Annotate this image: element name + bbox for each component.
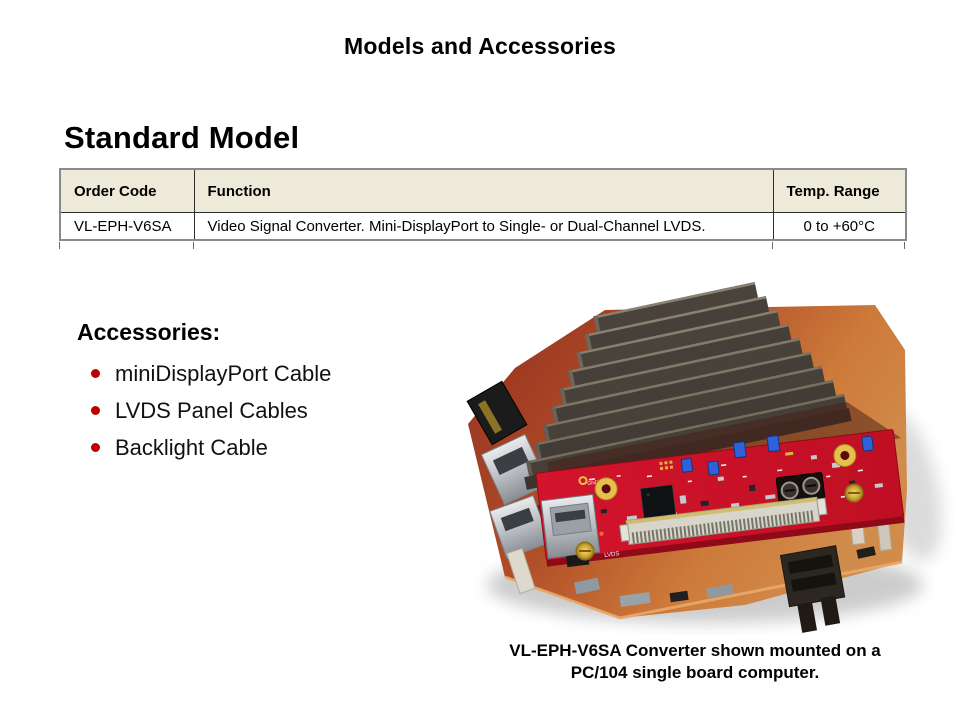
cell-order-code: VL-EPH-V6SA xyxy=(59,212,195,241)
mounting-holes xyxy=(578,443,857,501)
board-photo: GND LVDS xyxy=(466,282,942,633)
bullet-icon xyxy=(91,443,100,452)
black-header-connector xyxy=(466,380,528,446)
table-cropped-next-row xyxy=(59,242,905,249)
cell-temp-range: 0 to +60°C xyxy=(772,212,907,241)
accessory-label: miniDisplayPort Cable xyxy=(115,361,332,386)
caption-line-1: VL-EPH-V6SA Converter shown mounted on a xyxy=(509,641,881,660)
power-led xyxy=(599,531,604,536)
caption-line-2: PC/104 single board computer. xyxy=(570,663,820,682)
accessory-label: LVDS Panel Cables xyxy=(115,398,308,423)
table-row: VL-EPH-V6SA Video Signal Converter. Mini… xyxy=(59,212,907,241)
col-header-order-code: Order Code xyxy=(59,168,195,213)
accessories-list: miniDisplayPort Cable LVDS Panel Cables … xyxy=(88,355,331,466)
bottom-connector xyxy=(779,545,846,633)
bullet-icon xyxy=(91,369,100,378)
page-title: Models and Accessories xyxy=(344,33,616,59)
bullet-icon xyxy=(91,406,100,415)
gnd-label: GND xyxy=(587,480,599,487)
converter-board: GND LVDS xyxy=(535,429,905,568)
accessories-heading: Accessories: xyxy=(77,319,221,345)
white-connector xyxy=(506,547,536,595)
blue-jumpers xyxy=(680,435,874,476)
col-header-function: Function xyxy=(193,168,774,213)
list-item: Backlight Cable xyxy=(88,429,331,466)
list-item: miniDisplayPort Cable xyxy=(88,355,331,392)
mounting-screws xyxy=(575,483,864,561)
col-header-temp-range: Temp. Range xyxy=(772,168,907,213)
section-heading-standard-model: Standard Model xyxy=(64,120,300,155)
pin-header xyxy=(659,460,674,471)
standard-model-table: Order Code Function Temp. Range VL-EPH-V… xyxy=(59,168,907,241)
list-item: LVDS Panel Cables xyxy=(88,392,331,429)
cell-function: Video Signal Converter. Mini-DisplayPort… xyxy=(193,212,774,241)
accessory-label: Backlight Cable xyxy=(115,435,268,460)
table-header-row: Order Code Function Temp. Range xyxy=(59,168,907,213)
lvds-label: LVDS xyxy=(604,551,620,559)
lvds-connector xyxy=(619,496,828,545)
figure-caption: VL-EPH-V6SA Converter shown mounted on a… xyxy=(450,640,940,684)
